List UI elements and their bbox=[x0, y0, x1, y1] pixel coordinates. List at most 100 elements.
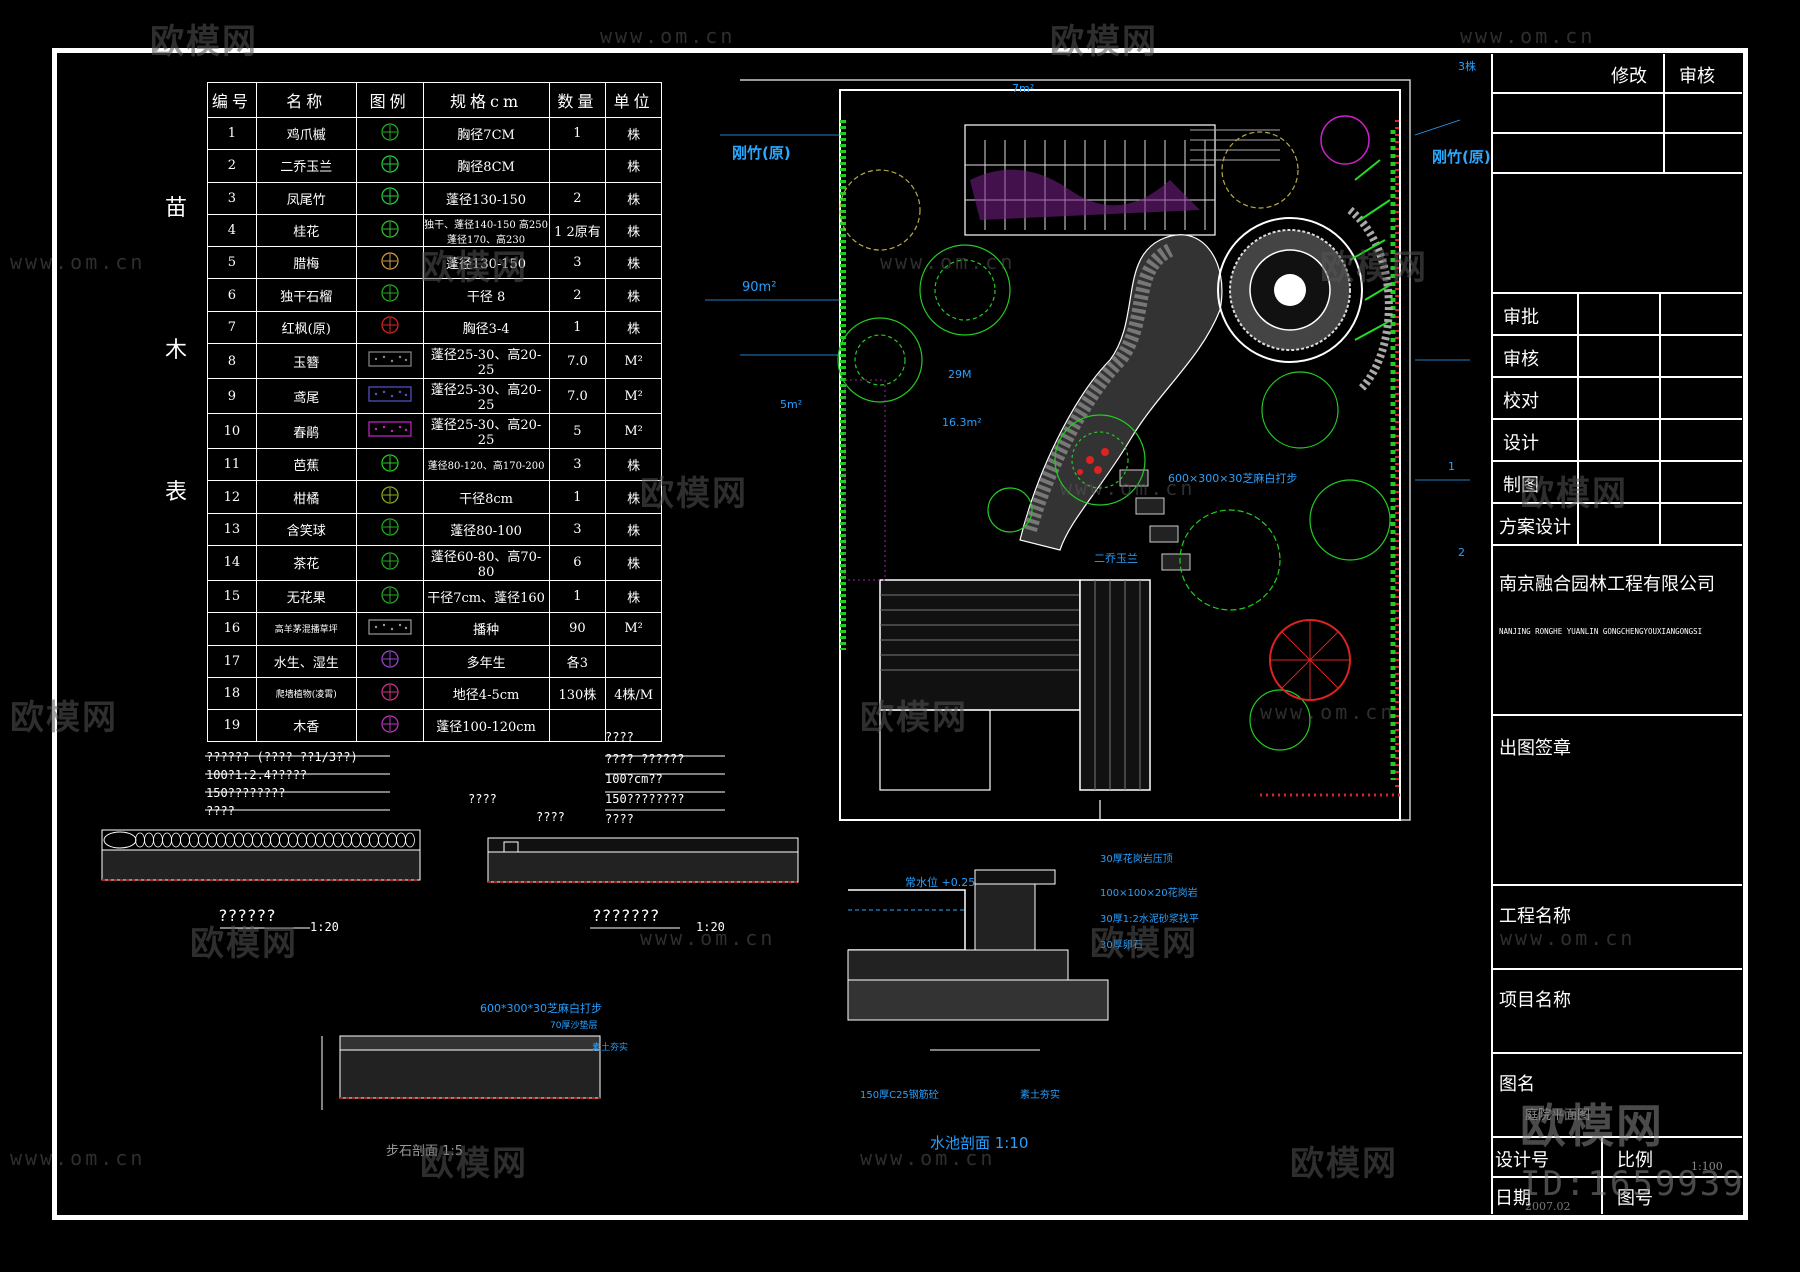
legend-symbol-cell bbox=[355, 480, 424, 514]
cell-qty: 1 bbox=[548, 310, 607, 345]
title-block: 修改 审核 审批 审核 校对 设计 制图 方案设计 南京融合园林工程有限公司 N… bbox=[1491, 54, 1742, 1214]
cell-unit: 株 bbox=[605, 579, 662, 614]
pebble-mark bbox=[135, 832, 145, 848]
cell-qty: 1 bbox=[548, 480, 607, 514]
sec2-line: ???? bbox=[605, 812, 634, 826]
cell-name: 无花果 bbox=[255, 579, 357, 614]
cell-qty: 1 bbox=[548, 579, 607, 614]
tb-item-name: 项目名称 bbox=[1499, 990, 1571, 1011]
pebble-mark bbox=[369, 832, 379, 848]
cell-no: 1 bbox=[207, 116, 257, 151]
cell-qty: 1 bbox=[548, 116, 607, 151]
label-area-7: 7m² bbox=[1012, 82, 1035, 95]
cell-unit: 株 bbox=[605, 116, 662, 151]
pond-note: 30厚花岗岩压顶 bbox=[1100, 854, 1173, 865]
pebble-mark bbox=[324, 832, 334, 848]
pebble-mark bbox=[351, 832, 361, 848]
label-area-29: 29M bbox=[948, 368, 972, 381]
cell-unit: M² bbox=[605, 343, 662, 380]
cell-no: 8 bbox=[207, 343, 257, 380]
plant-symbol-icon bbox=[379, 715, 401, 733]
pebble-mark bbox=[378, 832, 388, 848]
tb-project-name: 工程名称 bbox=[1499, 906, 1571, 927]
cell-no: 5 bbox=[207, 246, 257, 280]
cell-no: 10 bbox=[207, 413, 257, 450]
tb-review: 审核 bbox=[1503, 349, 1539, 370]
plant-symbol-icon bbox=[379, 316, 401, 335]
legend-symbol-cell bbox=[355, 448, 424, 482]
tb-design: 设计 bbox=[1503, 433, 1539, 454]
cell-name: 柑橘 bbox=[255, 480, 357, 514]
cell-no: 17 bbox=[207, 644, 257, 678]
pebble-mark bbox=[342, 832, 352, 848]
sec1-title: ?????? bbox=[218, 906, 276, 925]
plant-symbol-icon bbox=[379, 552, 401, 570]
cell-qty: 2 bbox=[548, 181, 607, 215]
label-area-5: 5m² bbox=[780, 398, 803, 411]
cell-spec: 地径4-5cm bbox=[422, 676, 550, 711]
cell-qty: 3 bbox=[548, 512, 607, 546]
pond-note: 30厚1:2水泥砂浆找平 bbox=[1100, 914, 1199, 925]
cell-name: 玉簪 bbox=[255, 343, 357, 380]
legend-symbol-cell bbox=[355, 709, 424, 743]
cell-spec: 独干、蓬径140-150 高250 蓬径170、高230 bbox=[422, 213, 550, 248]
pond-section bbox=[847, 869, 1109, 1051]
pebble-mark bbox=[189, 832, 199, 848]
cell-name: 鸢尾 bbox=[255, 378, 357, 415]
sec1-line: ???? bbox=[206, 804, 235, 818]
plant-symbol-icon bbox=[368, 618, 412, 636]
cell-no: 12 bbox=[207, 480, 257, 514]
legend-symbol-cell bbox=[355, 579, 424, 614]
tb-draw: 制图 bbox=[1503, 475, 1539, 496]
cell-no: 11 bbox=[207, 448, 257, 482]
legend-symbol-cell bbox=[355, 181, 424, 215]
pebble-mark bbox=[162, 832, 172, 848]
sec2-title: ??????? bbox=[592, 906, 660, 925]
cell-no: 18 bbox=[207, 676, 257, 711]
tb-company: 南京融合园林工程有限公司 bbox=[1499, 574, 1715, 595]
legend-symbol-cell bbox=[355, 246, 424, 280]
pebble-mark bbox=[333, 832, 343, 848]
cell-name: 二乔玉兰 bbox=[255, 149, 357, 183]
cell-spec: 播种 bbox=[422, 612, 550, 646]
tb-review-top: 审核 bbox=[1679, 66, 1715, 87]
cell-no: 6 bbox=[207, 278, 257, 312]
cell-qty: 7.0 bbox=[548, 378, 607, 415]
legend-symbol-cell bbox=[355, 343, 424, 380]
pebble-mark bbox=[288, 832, 298, 848]
cell-unit: 4株/M bbox=[605, 676, 662, 711]
cell-spec: 干径 8 bbox=[422, 278, 550, 312]
sec1-line: 100?1:2.4????? bbox=[206, 768, 308, 782]
pebble-mark bbox=[279, 832, 289, 848]
table-title-char: 苗 bbox=[165, 196, 188, 221]
cell-unit: 株 bbox=[605, 310, 662, 345]
legend-symbol-cell bbox=[355, 213, 424, 248]
legend-symbol-cell bbox=[355, 676, 424, 711]
cell-qty bbox=[548, 709, 607, 743]
cell-unit bbox=[605, 709, 662, 743]
table-title: 苗 木 表 bbox=[165, 190, 187, 616]
watermark-url: www.om.cn bbox=[1460, 24, 1596, 48]
pebble-mark bbox=[198, 832, 208, 848]
cell-spec: 蓬径130-150 bbox=[422, 246, 550, 280]
header-no: 编号 bbox=[207, 82, 257, 118]
cell-spec: 蓬径25-30、高20-25 bbox=[422, 413, 550, 450]
label-yulan: 二乔玉兰 bbox=[1094, 552, 1138, 565]
cell-qty: 2 bbox=[548, 278, 607, 312]
pebble-mark bbox=[171, 832, 181, 848]
plant-symbol-icon bbox=[379, 650, 401, 668]
tb-company-en: NANJING RONGHE YUANLIN GONGCHENGYOUXIANG… bbox=[1499, 627, 1703, 636]
legend-symbol-cell bbox=[355, 644, 424, 678]
sec2-line: 100?cm?? bbox=[605, 772, 663, 786]
legend-symbol-cell bbox=[355, 278, 424, 312]
cell-unit: M² bbox=[605, 413, 662, 450]
watermark-url: www.om.cn bbox=[600, 24, 736, 48]
label-2zhu: 2 bbox=[1458, 546, 1465, 559]
